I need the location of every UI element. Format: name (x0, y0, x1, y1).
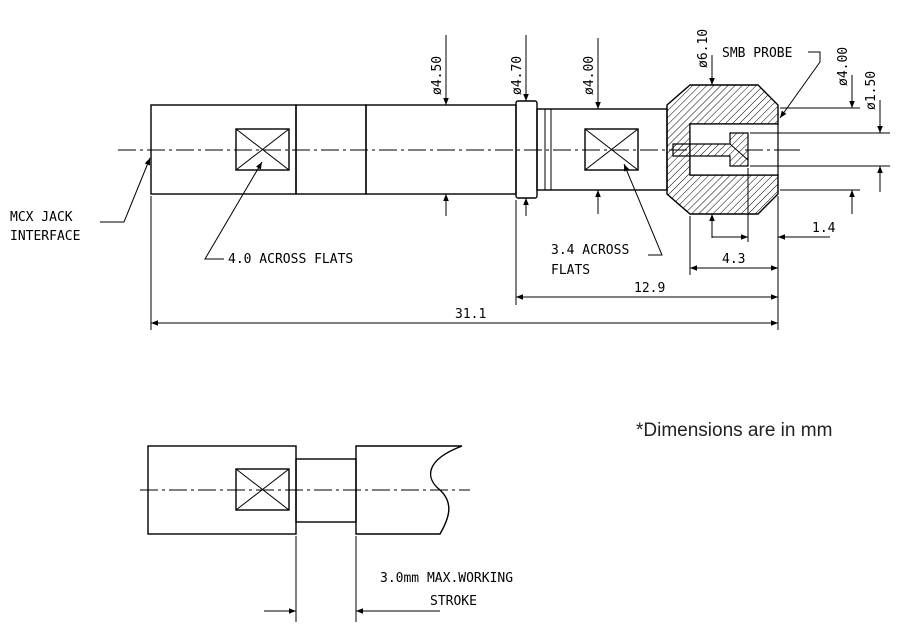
flats40-leader (204, 161, 263, 260)
flats-symbol-left (235, 128, 290, 171)
label-flats40: 4.0 ACROSS FLATS (228, 252, 353, 267)
flats34-leader (623, 163, 663, 256)
horizontal-extension-lines (150, 168, 779, 330)
flats-symbol-bottom (235, 468, 290, 511)
label-mcx-line2: INTERFACE (10, 229, 80, 244)
units-note: *Dimensions are in mm (636, 420, 832, 441)
label-diameter-150: ø1.50 (864, 71, 879, 110)
smb-probe-leader (779, 51, 821, 119)
top-view: ø4.50 ø4.70 ø4.00 ø6.10 ø4.00 ø1.50 SMB … (10, 29, 890, 330)
probe-body-breakline (355, 445, 463, 535)
label-dim-4-3: 4.3 (722, 252, 745, 267)
label-diameter-610: ø6.10 (696, 29, 711, 68)
label-diameter-400b: ø4.00 (836, 47, 851, 86)
label-smb-probe: SMB PROBE (722, 46, 792, 61)
right-extension-lines (750, 75, 890, 214)
label-dim-1-4: 1.4 (812, 221, 836, 236)
label-mcx-line1: MCX JACK (10, 210, 73, 225)
label-dim-12-9: 12.9 (634, 281, 665, 296)
bottom-view: 3.0mm MAX.WORKING STROKE (140, 445, 513, 622)
mcx-leader (100, 157, 151, 223)
label-diameter-400a: ø4.00 (582, 56, 597, 95)
label-diameter-450: ø4.50 (430, 56, 445, 95)
label-flats34-line2: FLATS (551, 263, 590, 278)
label-diameter-470: ø4.70 (510, 56, 525, 95)
label-flats34-line1: 3.4 ACROSS (551, 243, 629, 258)
label-stroke-line2: STROKE (430, 594, 477, 609)
flats-symbol-right (584, 128, 639, 171)
label-stroke-line1: 3.0mm MAX.WORKING (380, 571, 513, 586)
label-dim-31-1: 31.1 (455, 307, 486, 322)
